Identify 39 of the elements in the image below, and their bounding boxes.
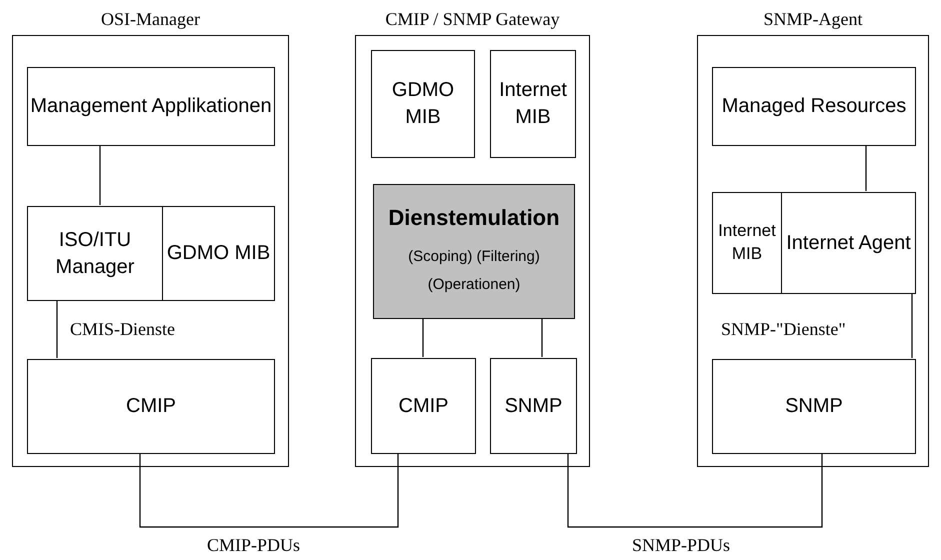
component-box — [27, 206, 163, 301]
connector-line — [865, 145, 867, 191]
component-box — [371, 50, 475, 158]
component-box — [371, 358, 476, 454]
box-label: Management Applikationen — [30, 94, 272, 119]
component-box — [712, 192, 782, 294]
connector-line — [541, 318, 543, 357]
component-box — [712, 359, 916, 454]
connector-line — [56, 300, 58, 358]
connector-line — [567, 453, 823, 528]
box-label: Internet Agent — [786, 230, 911, 256]
panel-title: CMIP / SNMP Gateway — [384, 8, 561, 31]
component-box — [27, 359, 275, 454]
connector-line — [139, 453, 399, 528]
component-box — [490, 50, 576, 158]
box-label: GDMO MIB — [390, 78, 456, 130]
component-box — [373, 184, 575, 319]
box-heading: Dienstemulation — [388, 204, 560, 232]
panel-title: OSI-Manager — [100, 8, 201, 31]
box-label: SNMP — [504, 394, 562, 418]
component-box — [162, 206, 275, 301]
component-box — [712, 67, 916, 146]
connector-line — [422, 318, 424, 357]
box-label: Internet MIB — [717, 220, 777, 265]
box-label: ISO/ITU Manager — [54, 228, 136, 280]
box-label: CMIP — [126, 394, 176, 419]
box-text: (Operationen) — [428, 275, 520, 296]
box-label: Managed Resources — [722, 94, 906, 119]
connector-line — [99, 145, 101, 205]
box-label: CMIP — [398, 394, 448, 418]
component-box — [490, 358, 577, 454]
connector-line — [911, 293, 913, 358]
box-text: (Scoping) (Filtering) — [408, 247, 540, 268]
panel-title: SNMP-Agent — [762, 8, 864, 31]
box-label: SNMP — [785, 394, 843, 419]
box-label: Internet MIB — [498, 78, 568, 130]
component-box — [781, 192, 916, 294]
box-label: GDMO MIB — [166, 241, 270, 266]
component-box — [27, 67, 275, 146]
